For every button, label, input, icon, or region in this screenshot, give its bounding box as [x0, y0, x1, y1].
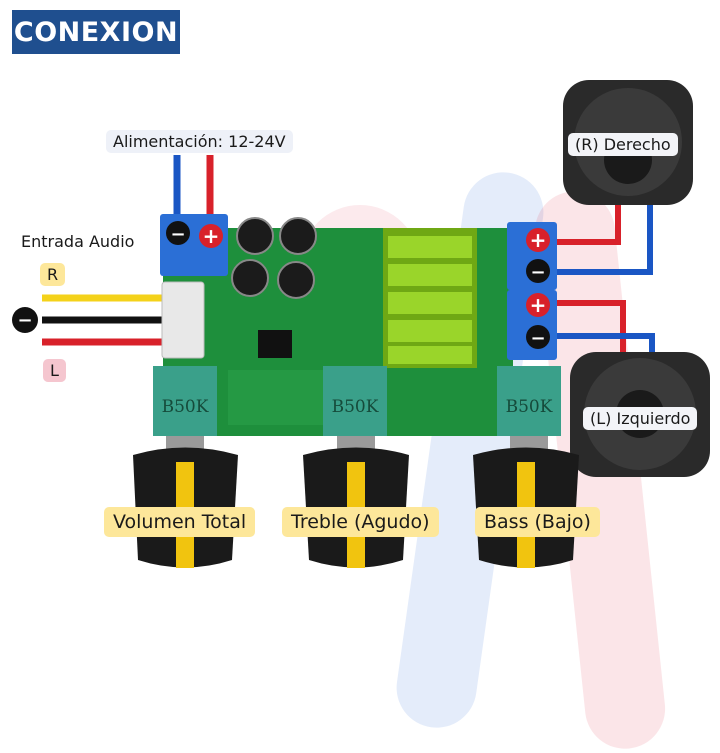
- power-label: Alimentación: 12-24V: [106, 130, 293, 153]
- pot-treble-marking: B50K: [332, 397, 379, 417]
- speaker-right-label: (R) Derecho: [568, 133, 678, 156]
- power-wires: [173, 155, 214, 225]
- right-out-neg-symbol: −: [530, 262, 545, 283]
- power-pos-symbol: +: [203, 224, 220, 248]
- pot-bass-marking: B50K: [506, 397, 553, 417]
- title-badge: CONEXION: [12, 10, 180, 54]
- speaker-wires: [555, 205, 655, 357]
- capacitors: [231, 217, 317, 299]
- audio-left-channel-label: L: [43, 359, 66, 382]
- audio-input-connector: [161, 281, 205, 359]
- volume-knob-label: Volumen Total: [104, 507, 256, 537]
- speaker-left-label: (L) Izquierdo: [583, 407, 698, 430]
- audio-input-label: Entrada Audio: [14, 230, 142, 253]
- pot-volume-marking: B50K: [162, 397, 209, 417]
- bass-knob-label: Bass (Bajo): [475, 507, 600, 537]
- left-out-pos-symbol: +: [530, 293, 547, 317]
- audio-input-wires: [42, 294, 165, 346]
- potentiometer-bodies: [153, 366, 561, 458]
- amplifier-chip: [258, 330, 292, 358]
- heatsink: [383, 228, 477, 368]
- wiring-diagram: − + + − + − − B50K B50K B50K: [12, 80, 710, 568]
- audio-ground-circle: [12, 307, 38, 333]
- audio-ground-symbol: −: [17, 310, 32, 331]
- treble-knob-label: Treble (Agudo): [282, 507, 439, 537]
- left-out-neg-symbol: −: [530, 328, 545, 349]
- right-out-pos-symbol: +: [530, 228, 547, 252]
- power-neg-symbol: −: [170, 224, 185, 245]
- pcb-traces: [228, 370, 328, 425]
- audio-right-channel-label: R: [40, 263, 66, 286]
